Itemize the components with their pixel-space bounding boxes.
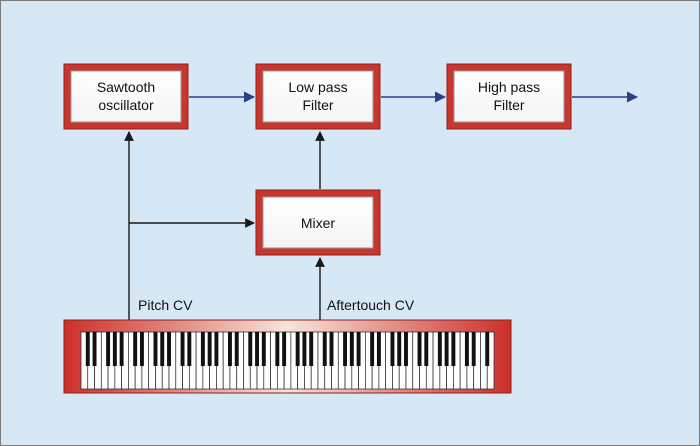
black-key [255, 332, 259, 366]
sawtooth-oscillator-block: Sawtooth oscillator [63, 63, 189, 130]
black-key [187, 332, 192, 366]
black-key [424, 332, 429, 366]
black-key [370, 332, 375, 366]
black-key [309, 332, 314, 366]
black-key [275, 332, 280, 366]
black-key [451, 332, 456, 366]
black-key [349, 332, 354, 366]
black-key [234, 332, 239, 366]
black-key [471, 332, 476, 366]
high-pass-filter-block: High pass Filter [446, 63, 572, 130]
oscillator-label-line2: oscillator [98, 97, 154, 113]
black-key [106, 332, 111, 366]
black-key [180, 332, 185, 366]
black-key [376, 332, 381, 366]
black-key [248, 332, 253, 366]
mixer-label: Mixer [301, 215, 336, 231]
black-key [207, 332, 212, 366]
black-key [92, 332, 97, 366]
black-key [444, 332, 449, 366]
oscillator-label-line1: Sawtooth [97, 79, 155, 95]
mixer-block: Mixer [255, 189, 381, 256]
black-key [295, 332, 300, 366]
lowpass-label-line1: Low pass [288, 79, 347, 95]
black-key [437, 332, 442, 366]
black-key [133, 332, 138, 366]
black-key [214, 332, 219, 366]
black-key [119, 332, 124, 366]
black-key [464, 332, 469, 366]
black-key [417, 332, 422, 366]
black-key [282, 332, 287, 366]
black-key [390, 332, 395, 366]
highpass-label-line1: High pass [478, 79, 540, 95]
black-key [227, 332, 232, 366]
black-key [85, 332, 90, 366]
low-pass-filter-block: Low pass Filter [255, 63, 381, 130]
black-key [112, 332, 117, 366]
black-key [261, 332, 266, 366]
black-key [356, 332, 361, 366]
black-key [153, 332, 158, 366]
keyboard [63, 319, 512, 394]
black-key [139, 332, 144, 366]
black-key [302, 332, 307, 366]
black-key [160, 332, 165, 366]
aftertouch-cv-label: Aftertouch CV [327, 297, 415, 313]
black-key [404, 332, 408, 366]
lowpass-label-line2: Filter [302, 97, 333, 113]
black-key [343, 332, 348, 366]
keyboard-black-keys [85, 332, 490, 366]
black-key [322, 332, 327, 366]
highpass-label-line2: Filter [493, 97, 524, 113]
black-key [167, 332, 171, 366]
black-key [200, 332, 205, 366]
black-key [397, 332, 402, 366]
pitch-cv-label: Pitch CV [138, 297, 193, 313]
black-key [485, 332, 490, 366]
black-key [329, 332, 334, 366]
